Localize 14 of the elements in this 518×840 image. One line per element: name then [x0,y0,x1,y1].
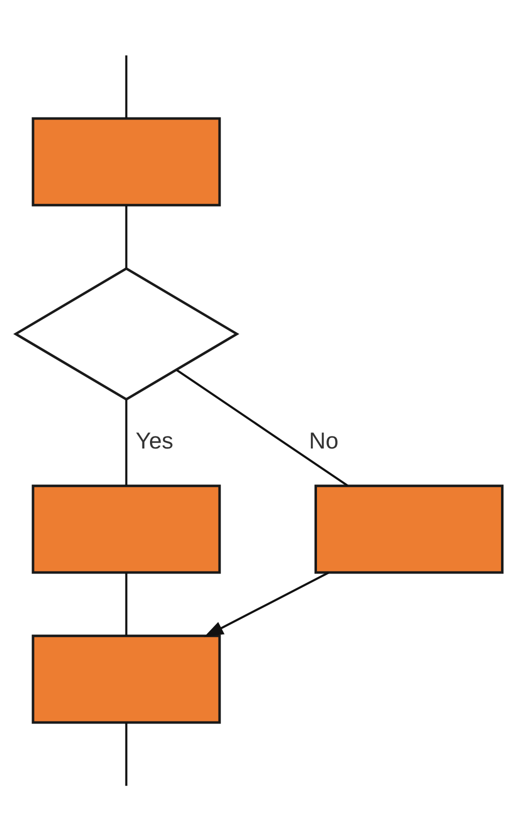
node-diamond [13,266,240,400]
node-box [32,484,221,574]
node-box [32,116,221,206]
connector [125,572,128,636]
connector [125,54,128,118]
connector [125,399,128,485]
node-box [314,484,504,574]
edge-label: No [309,427,338,454]
connector [125,722,128,786]
node-box [32,634,221,724]
connector [125,204,128,268]
edge-label: Yes [136,427,174,454]
connector [176,368,348,486]
arrow [204,571,330,637]
